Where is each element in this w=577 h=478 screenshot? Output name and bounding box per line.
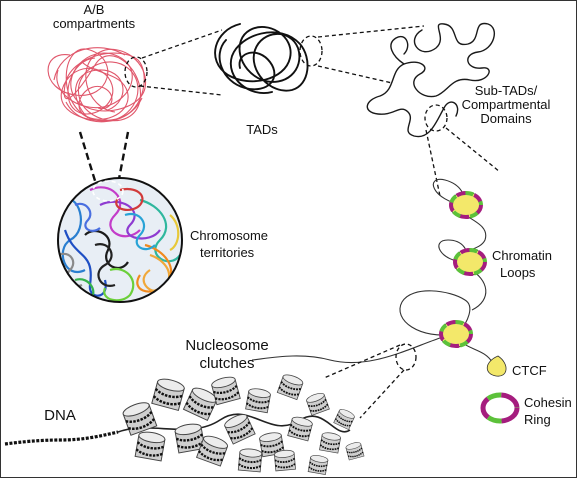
nucleosome [122, 402, 158, 436]
nucleosome [276, 374, 304, 401]
tads-label: TADs [246, 122, 278, 137]
tads-fiber [214, 23, 309, 95]
loop-anchor-1 [449, 191, 483, 219]
territory-zoom-circle [92, 180, 124, 202]
nucleosome [224, 414, 256, 445]
nucleosome [274, 449, 296, 472]
nucleosome [319, 432, 341, 454]
ab-compartments-tangle [47, 47, 147, 123]
chromatin-loops-label-2: Loops [500, 265, 536, 280]
ab-compartments-label-2: compartments [53, 16, 136, 31]
nucleosome [182, 387, 218, 422]
ctcf-legend-icon [486, 355, 507, 377]
sub-tads-label-1: Sub-TADs/ [475, 83, 538, 98]
zoom-line [78, 131, 98, 185]
loop-zoom-circle [395, 343, 417, 371]
nucleosome-clutches [122, 374, 365, 475]
zoom-line [317, 25, 425, 38]
tad-zoom-circle [299, 35, 323, 67]
nucleosome [345, 442, 365, 461]
zoom-line [116, 131, 130, 185]
nucleosome [134, 431, 166, 462]
ab-compartments-label-1: A/B [84, 2, 105, 17]
chromosome-territories-label-1: Chromosome [190, 228, 268, 243]
nucleus-territories [57, 177, 183, 303]
nucleosome [211, 376, 241, 406]
dna-label: DNA [44, 407, 76, 424]
nucleosome-clutches-label-1: Nucleosome [185, 337, 268, 354]
nucleosome [287, 416, 313, 442]
zoom-line [425, 129, 441, 197]
zoom-line [317, 65, 393, 84]
nucleosome [333, 409, 355, 431]
nucleosome [259, 432, 285, 458]
nucleosome-clutches-label-2: clutches [199, 355, 254, 372]
sub-tads-fiber-branch [390, 35, 409, 65]
cohesin-legend-icon [480, 392, 520, 424]
sub-tads-label-3: Domains [480, 111, 532, 126]
dna-double-helix [4, 430, 119, 446]
nucleosome [245, 388, 271, 414]
ctcf-label: CTCF [512, 363, 547, 378]
sub-tads-label-2: Compartmental [462, 97, 551, 112]
zoom-line [445, 127, 501, 173]
zoom-line [141, 29, 223, 59]
zoom-line [139, 85, 223, 96]
cohesin-ring-label-2: Ring [524, 412, 551, 427]
nucleosome [306, 392, 330, 416]
loop-anchor-2 [453, 248, 487, 276]
chromosome-territories-label-2: territories [200, 245, 255, 260]
nucleosome [195, 435, 229, 467]
sub-tads-fiber [366, 22, 496, 138]
nucleosome-linker-dna [117, 413, 351, 433]
chromatin-loops-label-1: Chromatin [492, 248, 552, 263]
zoom-line [359, 369, 405, 419]
cohesin-ring-label-1: Cohesin [524, 395, 572, 410]
nucleosome [307, 455, 329, 475]
subtad-zoom-circle [424, 104, 448, 132]
compartment-zoom-circle [124, 56, 148, 88]
nucleosome [151, 378, 185, 412]
nucleosome [237, 448, 263, 473]
loop-anchor-3 [439, 320, 473, 348]
